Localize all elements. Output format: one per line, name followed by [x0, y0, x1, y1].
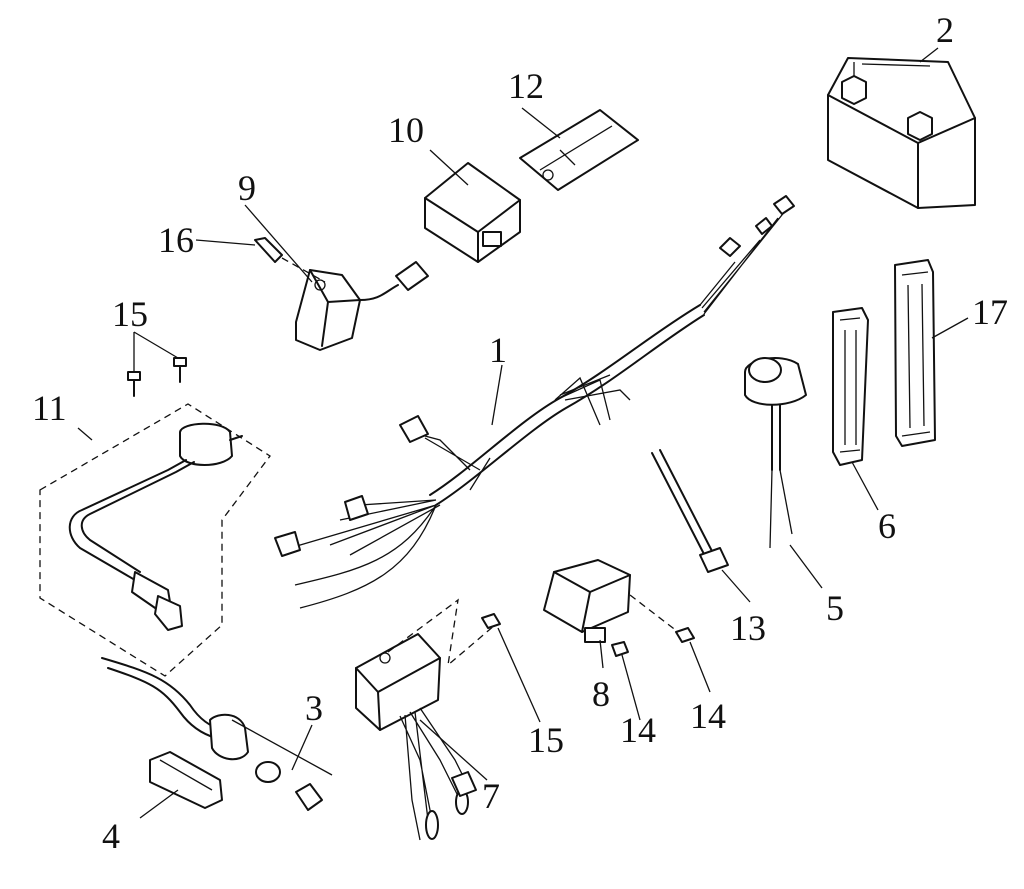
switch-5 [744, 357, 807, 549]
callout-5: 5 [826, 588, 844, 628]
battery [827, 57, 976, 209]
regulator-8 [543, 559, 631, 643]
ignition-coil-assembly [39, 403, 271, 677]
starter-relay [295, 261, 429, 351]
callout-7: 7 [482, 776, 500, 816]
callout-8: 8 [592, 674, 610, 714]
ignition-switch [101, 657, 333, 811]
callout-labels: 1 2 3 4 5 6 7 8 9 10 11 12 13 14 14 15 1… [32, 10, 1008, 856]
callout-3: 3 [305, 688, 323, 728]
screws-14 [611, 594, 695, 657]
battery-strap-6 [832, 307, 869, 466]
callout-14b: 14 [690, 696, 726, 736]
callout-9: 9 [238, 168, 256, 208]
screw-16 [254, 237, 326, 283]
callout-13: 13 [730, 608, 766, 648]
leader-lines [77, 47, 969, 819]
callout-16: 16 [158, 220, 194, 260]
bolt-15-lower [481, 613, 501, 629]
callout-6: 6 [878, 506, 896, 546]
callout-12: 12 [508, 66, 544, 106]
cdi-unit-10 [424, 162, 521, 263]
bolts-15-upper [127, 357, 187, 397]
main-wiring-harness [274, 195, 795, 609]
cdi-unit-7 [355, 598, 496, 841]
callout-15b: 15 [528, 720, 564, 760]
battery-strap-17 [894, 259, 936, 447]
callout-4: 4 [102, 816, 120, 856]
callout-17: 17 [972, 292, 1008, 332]
callout-11: 11 [32, 388, 67, 428]
callout-15a: 15 [112, 294, 148, 334]
cable-tie [651, 449, 729, 573]
callout-10: 10 [388, 110, 424, 150]
callout-1: 1 [489, 330, 507, 370]
callout-14a: 14 [620, 710, 656, 750]
fuse-pouch [519, 109, 639, 191]
callout-2: 2 [936, 10, 954, 50]
switch-clip [149, 751, 223, 809]
